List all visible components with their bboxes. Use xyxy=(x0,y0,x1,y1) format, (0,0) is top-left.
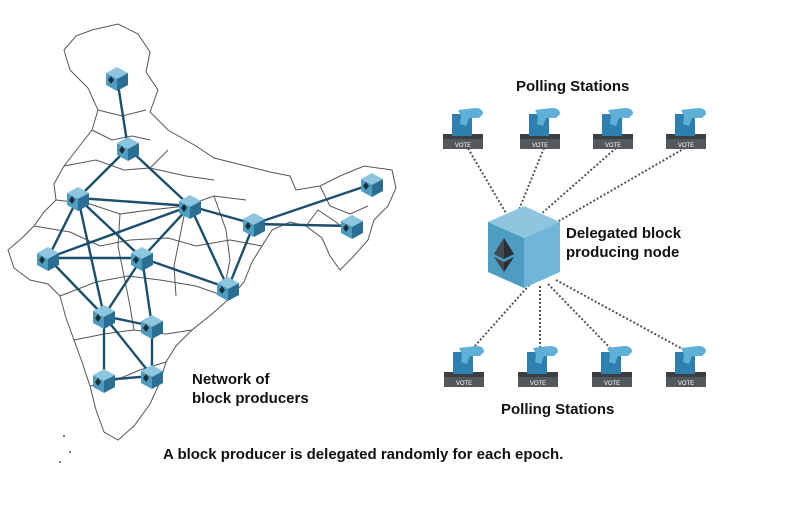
svg-text:VOTE: VOTE xyxy=(456,381,472,387)
ballot-box-icon: VOTE xyxy=(593,108,633,149)
ballot-box-icon: VOTE xyxy=(444,346,484,387)
delegated-node-label-line1: Delegated block xyxy=(566,225,682,242)
ballot-box-icon: VOTE xyxy=(666,346,706,387)
svg-text:VOTE: VOTE xyxy=(604,381,620,387)
svg-text:VOTE: VOTE xyxy=(530,381,546,387)
polling-connections xyxy=(465,144,689,357)
delegated-node-cube-icon xyxy=(488,206,560,288)
network-edges xyxy=(46,77,373,382)
ethereum-icon xyxy=(494,238,514,272)
polling-stations-bottom-label: Polling Stations xyxy=(501,401,615,418)
ballot-box-icon: VOTE xyxy=(520,108,560,149)
caption: A block producer is delegated randomly f… xyxy=(163,446,564,463)
delegated-node-label: Delegated block producing node xyxy=(566,224,681,262)
svg-text:VOTE: VOTE xyxy=(455,143,471,149)
ballot-box-icon: VOTE xyxy=(518,346,558,387)
svg-text:VOTE: VOTE xyxy=(605,143,621,149)
ballot-box-icon: VOTE xyxy=(666,108,706,149)
svg-text:VOTE: VOTE xyxy=(678,381,694,387)
ballot-box-icon: VOTE xyxy=(592,346,632,387)
ballot-box-icon: VOTE xyxy=(443,108,483,149)
svg-text:VOTE: VOTE xyxy=(532,143,548,149)
network-label-line1: Network of xyxy=(192,371,270,388)
delegated-node-label-line2: producing node xyxy=(566,244,680,261)
svg-text:VOTE: VOTE xyxy=(678,143,694,149)
network-label: Network of block producers xyxy=(192,370,309,408)
polling-stations-bottom: VOTE VOTE VOTE VOTE xyxy=(444,346,706,387)
network-label-line2: block producers xyxy=(192,390,309,407)
polling-stations-top: VOTE VOTE VOTE VOTE xyxy=(443,108,706,149)
polling-stations-top-label: Polling Stations xyxy=(516,78,630,95)
